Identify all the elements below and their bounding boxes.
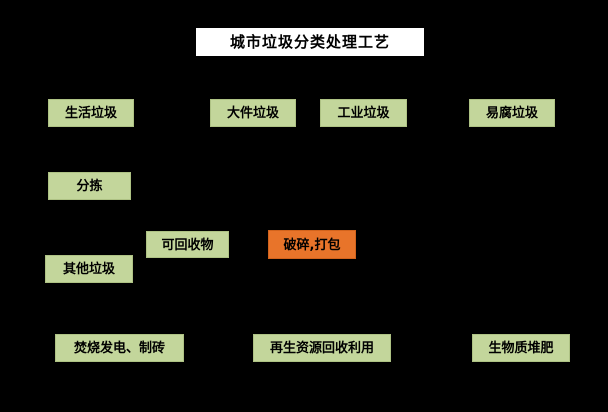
node-other-waste: 其他垃圾 [45, 255, 133, 283]
node-domestic-waste: 生活垃圾 [48, 99, 134, 127]
node-sorting: 分拣 [48, 172, 131, 200]
node-recyclables: 可回收物 [146, 231, 229, 258]
node-perishable-waste: 易腐垃圾 [469, 99, 555, 127]
node-crushing-packing: 破碎,打包 [268, 230, 356, 259]
node-renewable-resource-recycling: 再生资源回收利用 [253, 334, 391, 362]
diagram-title: 城市垃圾分类处理工艺 [196, 28, 424, 56]
node-industrial-waste: 工业垃圾 [320, 99, 407, 127]
node-incineration-power-brickmaking: 焚烧发电、制砖 [55, 334, 184, 362]
node-biomass-composting: 生物质堆肥 [472, 334, 570, 362]
node-bulky-waste: 大件垃圾 [210, 99, 296, 127]
